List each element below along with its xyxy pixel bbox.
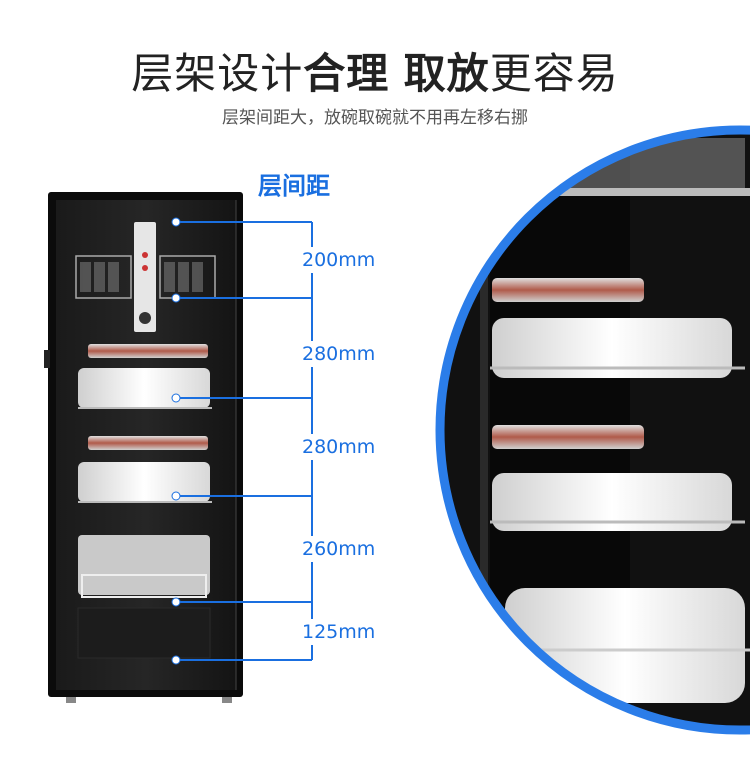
- cabinet: [44, 192, 313, 703]
- dimension-label: 200mm: [302, 247, 376, 273]
- dimension-label: 260mm: [302, 536, 376, 562]
- uv-tube: [88, 436, 208, 450]
- dimension-dot: [171, 293, 181, 303]
- dimension-dot: [171, 597, 181, 607]
- zoom-bowls: [492, 473, 732, 531]
- uv-tube: [88, 344, 208, 358]
- page-title: 层架设计合理 取放更容易: [0, 40, 750, 101]
- bottom-compartment: [77, 607, 211, 659]
- cabinet-handle: [44, 350, 50, 368]
- control-light: [142, 252, 148, 258]
- spacing-label: 层间距: [258, 172, 330, 200]
- title-bold2: 取放: [403, 49, 490, 98]
- dimension-label: 280mm: [302, 341, 376, 367]
- zoom-shelf: [540, 188, 750, 196]
- page-subtitle: 层架间距大，放碗取碗就不用再左移右挪: [222, 108, 528, 128]
- cabinet-foot-right: [222, 697, 232, 703]
- zoom-uv-tube: [492, 425, 644, 449]
- dimension-label: 125mm: [302, 619, 376, 645]
- bowl-rack: [78, 368, 212, 409]
- zoom-circle: [435, 125, 750, 735]
- cabinet-foot-left: [66, 697, 76, 703]
- dimension-dot: [171, 655, 181, 665]
- dimension-dot: [171, 393, 181, 403]
- control-knob: [139, 312, 151, 324]
- cup-rack-left: [75, 255, 132, 299]
- zoom-bowls: [492, 318, 732, 378]
- control-light: [142, 265, 148, 271]
- title-bold1: 合理: [303, 49, 390, 98]
- title-part2: 更容易: [489, 49, 619, 98]
- zoom-uv-tube: [492, 278, 644, 302]
- zoom-circle-border: [435, 125, 750, 735]
- dimension-dot: [171, 217, 181, 227]
- dimension-dot: [171, 491, 181, 501]
- control-panel: [134, 222, 156, 332]
- zoom-plates: [505, 588, 745, 703]
- title-part1: 层架设计: [131, 49, 304, 98]
- plate-rack: [78, 535, 210, 598]
- dimension-label: 280mm: [302, 434, 376, 460]
